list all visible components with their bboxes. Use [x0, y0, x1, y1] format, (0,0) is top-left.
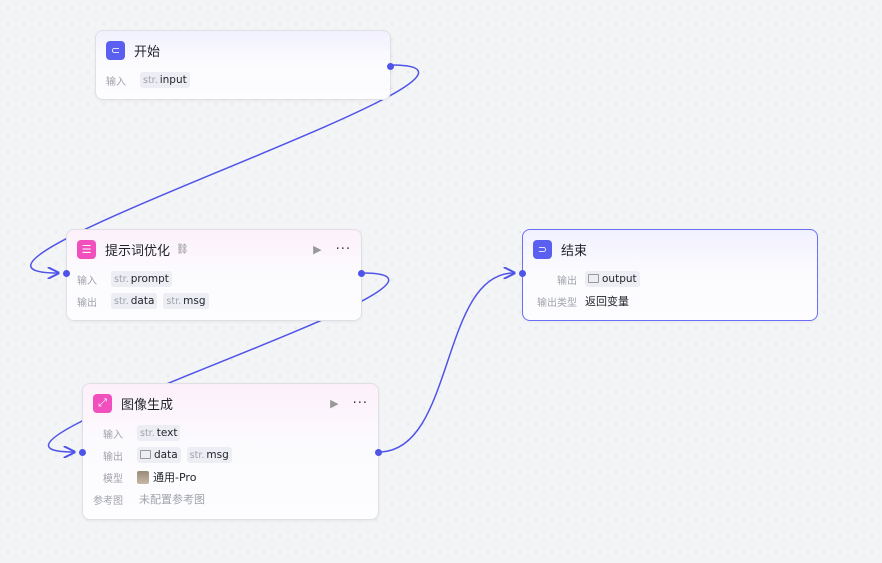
model-avatar [137, 470, 149, 484]
ref-label: 参考图 [93, 495, 123, 507]
var-tag: data [137, 447, 181, 463]
list-icon: ☰ [77, 239, 96, 259]
var-tag: str.text [137, 425, 181, 441]
input-label: 输入 [106, 76, 126, 88]
var-tag: str.input [140, 72, 190, 88]
input-label: 输入 [103, 429, 123, 441]
node-title: 开始 [134, 44, 161, 60]
input-port[interactable] [519, 270, 526, 277]
input-label: 输入 [77, 275, 97, 287]
more-icon[interactable]: ··· [335, 241, 351, 257]
node-end[interactable]: ⊃ 结束 输出 output 输出类型 返回变量 [519, 229, 818, 321]
input-port[interactable] [63, 270, 70, 277]
node-title: 图像生成 [121, 397, 174, 413]
output-port[interactable] [358, 270, 365, 277]
output-label: 输出 [557, 275, 577, 287]
node-title: 结束 [561, 243, 588, 259]
node-start[interactable]: ⊂ 开始 输入 str.input [95, 30, 394, 100]
more-icon[interactable]: ··· [352, 395, 368, 411]
model-value: 通用-Pro [153, 471, 197, 484]
image-gen-icon: ⤢ [93, 393, 112, 413]
run-icon[interactable]: ▶ [330, 396, 339, 410]
node-image-generate[interactable]: ⤢ 图像生成 ▶ ··· 输入 str.text 输出 data str.msg 模… [79, 383, 382, 520]
start-icon: ⊂ [106, 40, 125, 60]
var-tag: str.msg [163, 293, 209, 309]
output-type-value: 返回变量 [585, 295, 629, 308]
model-label: 模型 [103, 473, 123, 485]
edge-image-end[interactable] [378, 273, 514, 453]
ref-value: 未配置参考图 [139, 493, 205, 506]
edge-start-prompt[interactable] [30, 64, 420, 273]
image-icon [588, 274, 599, 283]
output-type-label: 输出类型 [537, 297, 577, 309]
output-label: 输出 [103, 451, 123, 463]
output-port[interactable] [387, 63, 394, 70]
image-icon [140, 450, 151, 459]
output-label: 输出 [77, 297, 97, 309]
link-icon: ⛓ [176, 243, 189, 255]
edge-prompt-image[interactable] [48, 272, 390, 452]
input-port[interactable] [79, 449, 86, 456]
node-prompt-optimize[interactable]: ☰ 提示词优化 ⛓ ▶ ··· 输入 str.prompt 输出 str.data s… [63, 229, 365, 321]
node-title: 提示词优化 [105, 243, 171, 259]
var-tag: str.prompt [111, 271, 172, 287]
run-icon[interactable]: ▶ [313, 242, 322, 256]
var-tag: output [585, 271, 640, 287]
end-icon: ⊃ [533, 239, 552, 259]
var-tag: str.data [111, 293, 158, 309]
var-tag: str.msg [186, 447, 232, 463]
output-port[interactable] [375, 449, 382, 456]
